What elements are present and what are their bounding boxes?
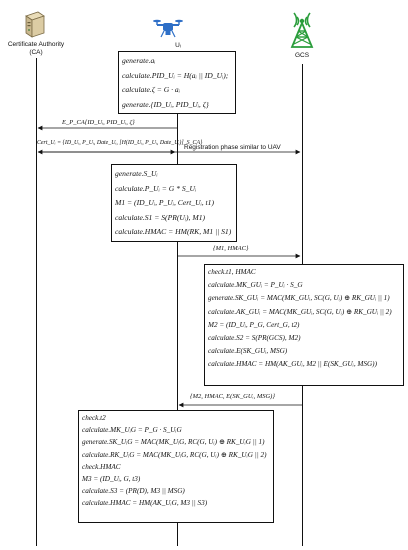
ca-lifeline [36,58,37,546]
msg-m2-hmac-encrypted: {M2, HMAC, E(SK_GUᵢ, MSG)} [190,393,275,400]
msg-certificate: Cert_Uᵢ = {ID_Uᵢ, P_Uᵢ, Date_Uᵢ, [H(ID_U… [37,140,203,146]
gcs-verification-box: check.t1, HMAC calculate.MK_GUᵢ = P_Uᵢ ·… [204,264,404,386]
uav-session-key-box: check.t2 calculate.MK_UᵢG = P_G · S_UᵢG … [78,410,274,523]
msg-encrypted-identity: E_P_CA{ID_Uᵢ, PID_Uᵢ, ζ} [62,119,135,126]
uav-drone-icon [153,18,183,38]
gcs-label: GCS [294,52,310,59]
uav-lifeline [177,58,178,546]
ca-label: Certificate Authority (CA) [7,41,65,56]
msg-registration-phase: Registration phase similar to UAV [184,144,281,151]
msg-m1-hmac: {M1, HMAC} [213,245,249,252]
uav-key-generation-box: generate.aᵢ calculate.PID_Uᵢ = H(aᵢ || I… [118,51,236,114]
gcs-tower-icon [287,8,317,48]
uav-label: Uᵢ [175,42,181,49]
certificate-authority-icon [24,10,46,38]
uav-registration-box: generate.S_Uᵢ calculate.P_Uᵢ = G * S_Uᵢ … [111,164,237,242]
